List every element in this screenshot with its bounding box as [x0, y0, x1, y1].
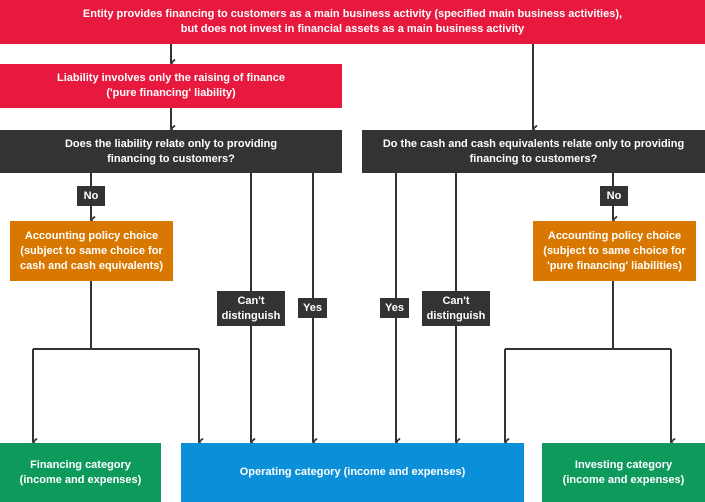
text: but does not invest in financial assets …	[180, 23, 525, 35]
text: (income and expenses)	[562, 473, 685, 486]
text: financing to customers?	[469, 152, 598, 165]
text: Investing category	[574, 458, 673, 471]
financing-category-box: Financing category (income and expenses)	[0, 443, 161, 502]
yes-label-right: Yes	[380, 298, 409, 318]
policy-choice-left-box: Accounting policy choice (subject to sam…	[10, 221, 173, 281]
text: ('pure financing' liability)	[106, 87, 236, 99]
text: Can't	[442, 294, 470, 307]
text: Financing category	[30, 458, 131, 471]
text: Can't	[237, 294, 265, 307]
text: (subject to same choice for	[543, 244, 686, 257]
text: Accounting policy choice	[547, 229, 682, 242]
text: Do the cash and cash equivalents relate …	[382, 137, 685, 150]
text: distinguish	[426, 309, 486, 322]
liability-question-box: Does the liability relate only to provid…	[0, 130, 342, 173]
cant-distinguish-label-left: Can't distinguish	[217, 291, 285, 326]
no-label-left: No	[77, 186, 105, 206]
pure-financing-liability-box: Liability involves only the raising of f…	[0, 64, 342, 108]
text: Liability involves only the raising of f…	[57, 72, 285, 84]
no-label-right: No	[600, 186, 628, 206]
text: Accounting policy choice	[24, 229, 159, 242]
text: financing to customers?	[107, 152, 235, 165]
text: Does the liability relate only to provid…	[64, 137, 278, 150]
text: Entity provides financing to customers a…	[82, 8, 623, 20]
yes-label-left: Yes	[298, 298, 327, 318]
text: distinguish	[221, 309, 281, 322]
cash-question-box: Do the cash and cash equivalents relate …	[362, 130, 705, 173]
entity-condition-box: Entity provides financing to customers a…	[0, 0, 705, 44]
text: (income and expenses)	[19, 473, 142, 486]
cant-distinguish-label-right: Can't distinguish	[422, 291, 490, 326]
investing-category-box: Investing category (income and expenses)	[542, 443, 705, 502]
text: 'pure financing' liabilities)	[547, 259, 682, 272]
text: Operating category (income and expenses)	[239, 466, 466, 478]
text: (subject to same choice for	[20, 244, 163, 257]
operating-category-box: Operating category (income and expenses)	[181, 443, 524, 502]
text: cash and cash equivalents)	[19, 259, 164, 272]
policy-choice-right-box: Accounting policy choice (subject to sam…	[533, 221, 696, 281]
